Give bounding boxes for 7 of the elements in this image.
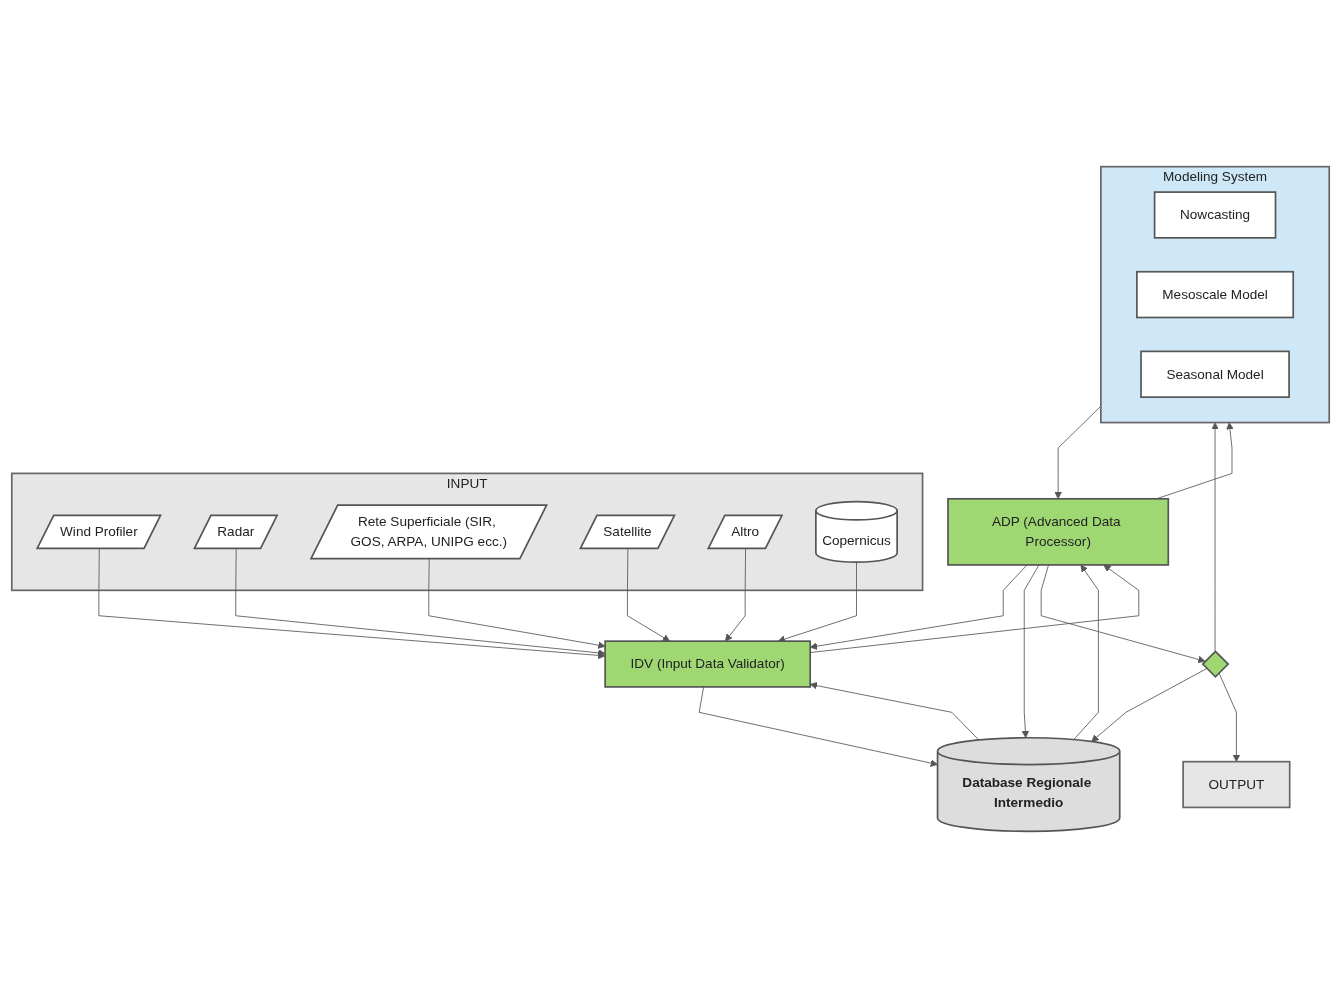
node-diamond <box>1201 650 1230 678</box>
node-box: Nowcasting <box>1153 191 1277 239</box>
node-box: OUTPUT <box>1182 760 1291 809</box>
node-box: IDV (Input Data Validator) <box>604 640 811 688</box>
node-box: ADP (Advanced Data Processor) <box>947 497 1170 566</box>
node-box: Mesoscale Model <box>1136 270 1295 319</box>
node-box: Seasonal Model <box>1140 350 1290 398</box>
